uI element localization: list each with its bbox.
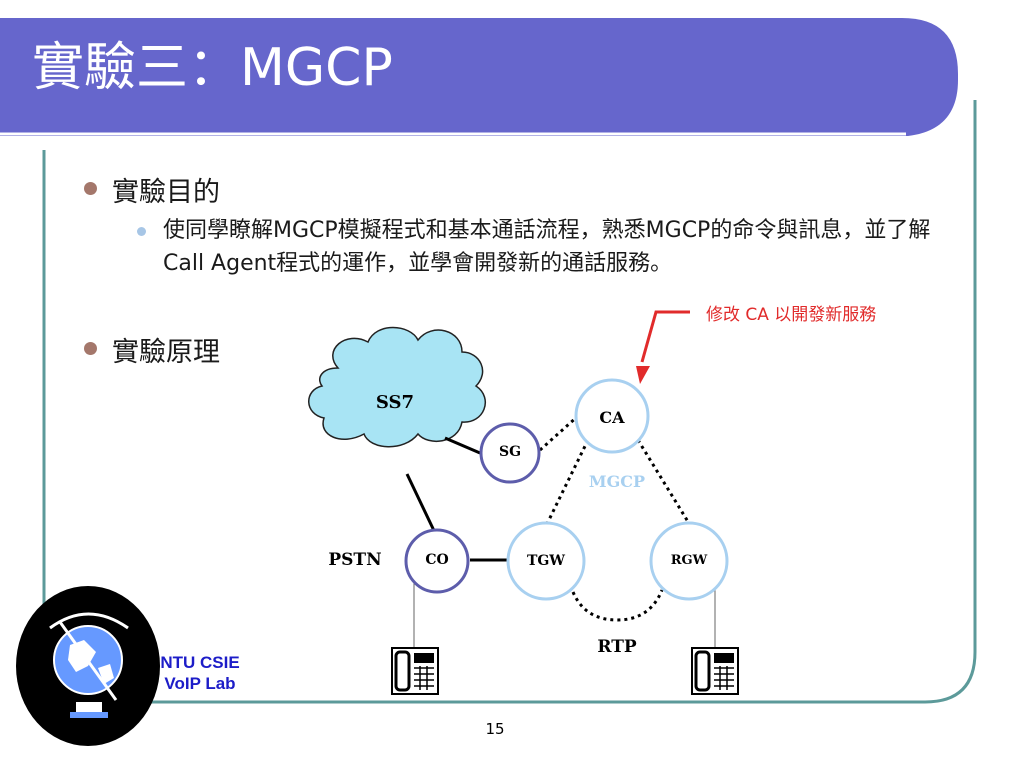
annotation-arrow [640, 310, 690, 363]
ss7-label: SS7 [375, 392, 415, 413]
bullet-purpose-detail: 使同學瞭解MGCP模擬程式和基本通話流程，熟悉MGCP的命令與訊息，並了解Cal… [163, 218, 931, 276]
node-co [404, 528, 470, 594]
content-frame [42, 100, 977, 704]
title-bar [0, 18, 958, 136]
rgw-label: RGW [670, 553, 708, 568]
mgcp-label: MGCP [588, 472, 646, 491]
rtp-label: RTP [597, 637, 637, 657]
sub-bullet-dot [137, 227, 146, 236]
bullet-dot [84, 342, 97, 355]
bullet-principle: 實驗原理 [112, 337, 220, 368]
link-ca-tgw [543, 439, 590, 529]
sg-label: SG [498, 444, 522, 460]
ca-label: CA [599, 408, 625, 427]
lab-name-line1: NTU CSIE [160, 653, 240, 672]
link-rtp [571, 589, 664, 622]
co-label: CO [425, 552, 449, 568]
pstn-label: PSTN [328, 550, 382, 570]
lab-name-line2: VoIP Lab [164, 674, 236, 693]
node-sg [479, 422, 541, 484]
phone-left-icon [391, 647, 439, 695]
link-ca-rgw [636, 439, 692, 526]
annotation-text: 修改 CA 以開發新服務 [706, 305, 877, 325]
slide-title: 實驗三：MGCP [32, 38, 393, 98]
ss7-cloud [308, 326, 487, 448]
link-sg-ca [538, 414, 580, 452]
annotation-arrowhead [636, 366, 650, 384]
phone-right-icon [691, 647, 739, 695]
lab-logo-globe-icon [16, 586, 160, 746]
bullet-dot [84, 182, 97, 195]
link-ss7-sg [444, 436, 481, 455]
node-ca [574, 378, 650, 454]
link-ss7-co [405, 473, 439, 538]
page-number: 15 [485, 720, 505, 738]
tgw-label: TGW [526, 553, 566, 569]
bullet-purpose: 實驗目的 [112, 177, 220, 208]
node-tgw [506, 521, 586, 601]
node-rgw [649, 521, 729, 601]
